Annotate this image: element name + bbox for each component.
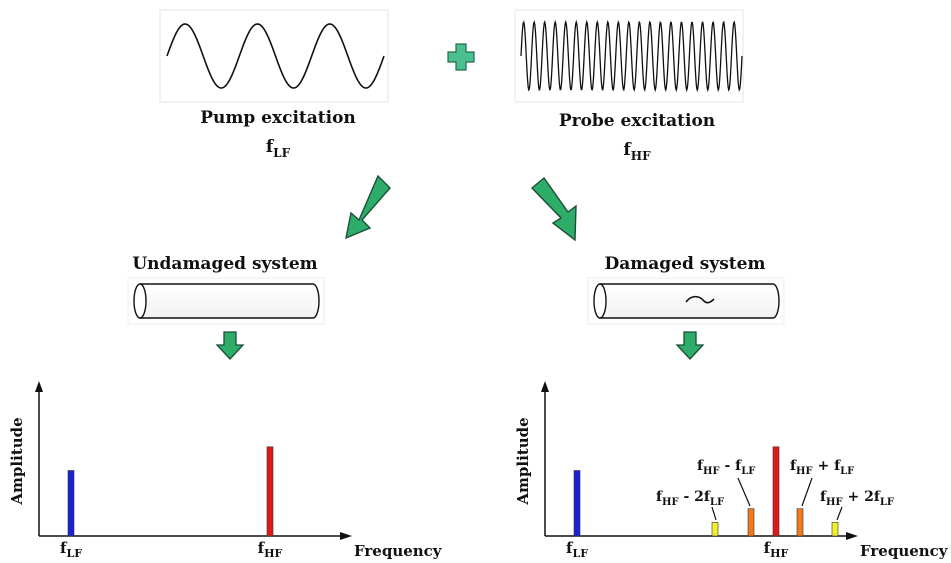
probe-waveform xyxy=(520,19,743,93)
y-axis-label: Amplitude xyxy=(8,417,26,505)
spectrum-bar-fHF xyxy=(266,446,274,537)
sideband-bar-3 xyxy=(796,508,804,537)
leader-line-4 xyxy=(836,506,843,521)
probe-frequency-label: fHF xyxy=(623,140,651,163)
x-axis-label: Frequency xyxy=(860,542,949,560)
x-axis-label: Frequency xyxy=(354,542,443,560)
damaged-title: Damaged system xyxy=(605,254,766,274)
arrow-to-damaged-icon xyxy=(530,176,577,242)
pump-frequency-label: fLF xyxy=(266,137,291,160)
pump-title: Pump excitation xyxy=(200,108,356,128)
undamaged-pipe xyxy=(127,277,325,325)
sideband-label-1: fHF - 2fLF xyxy=(656,489,724,508)
spectrum-bar-fLF xyxy=(67,470,75,537)
damaged-spectrum-chart: Amplitude Frequency fLF fHF fHF - 2fLF fHF … xyxy=(514,381,949,560)
spectrum-bar-fLF xyxy=(573,470,581,537)
tick-label-fLF: fLF xyxy=(566,539,588,560)
spectrum-bar-fHF xyxy=(772,446,780,537)
undamaged-spectrum-chart: Amplitude Frequency fLF fHF xyxy=(8,381,443,560)
sideband-label-4: fHF + 2fLF xyxy=(820,489,894,508)
damaged-pipe xyxy=(587,277,785,325)
arrow-to-undamaged-icon xyxy=(345,174,391,240)
crack-icon xyxy=(685,295,715,304)
sideband-bar-2 xyxy=(747,508,755,537)
probe-title: Probe excitation xyxy=(559,111,715,131)
plus-icon xyxy=(447,43,475,71)
tick-label-fHF: fHF xyxy=(258,539,283,560)
sideband-bar-4 xyxy=(831,522,839,537)
undamaged-title: Undamaged system xyxy=(132,254,317,274)
sideband-bar-1 xyxy=(711,522,719,537)
pump-waveform xyxy=(166,23,385,89)
pump-wave-panel xyxy=(159,9,389,103)
leader-line-3 xyxy=(801,477,813,507)
leader-line-1 xyxy=(711,506,717,521)
tick-label-fHF: fHF xyxy=(764,539,789,560)
leader-line-2 xyxy=(737,477,751,507)
arrow-down-damaged-icon xyxy=(675,331,705,360)
arrow-down-undamaged-icon xyxy=(215,331,245,360)
sideband-label-3: fHF + fLF xyxy=(790,458,854,477)
y-axis-label: Amplitude xyxy=(514,417,532,505)
sideband-label-2: fHF - fLF xyxy=(697,458,755,477)
tick-label-fLF: fLF xyxy=(60,539,82,560)
